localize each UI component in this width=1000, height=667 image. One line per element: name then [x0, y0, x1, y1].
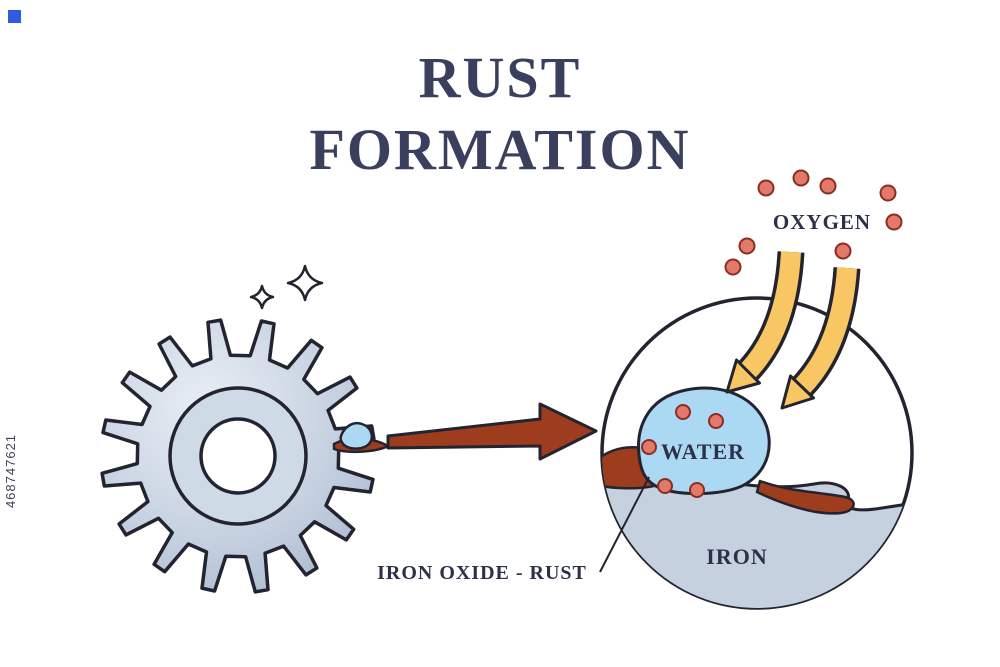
oxygen-dots-air — [724, 169, 903, 276]
oxygen-dot — [689, 482, 705, 498]
gear-water-droplet-icon — [339, 422, 374, 450]
watermark-logo — [8, 10, 21, 23]
iron-oxide-rust-label: IRON OXIDE - RUST — [377, 562, 587, 584]
oxygen-dot — [879, 184, 897, 202]
gear — [100, 318, 376, 594]
water-droplet — [637, 386, 771, 496]
oxygen-dots-in-water — [641, 404, 724, 498]
water-label: WATER — [660, 439, 746, 464]
oxygen-dot — [657, 478, 673, 494]
oxygen-dot — [819, 177, 837, 195]
oxygen-dot — [757, 179, 775, 197]
gear-hub-hole — [199, 417, 277, 495]
oxygen-dot — [834, 242, 852, 260]
sparkles — [249, 264, 324, 310]
oxygen-dot — [792, 169, 810, 187]
sparkle-icon — [249, 284, 275, 310]
oxygen-arrows — [725, 251, 861, 410]
title-line-1: RUST — [418, 45, 582, 110]
oxygen-dot — [675, 404, 691, 420]
oxygen-dot — [885, 213, 903, 231]
oxygen-dot — [641, 439, 657, 455]
zoom-arrow — [386, 402, 598, 461]
rust-band-right — [755, 479, 855, 515]
title-line-2: FORMATION — [309, 116, 691, 182]
iron-label: IRON — [706, 544, 768, 569]
page-title: RUST FORMATION — [0, 42, 1000, 186]
watermark-id: 468747621 — [3, 433, 18, 509]
oxygen-arrow-shaft — [794, 267, 857, 394]
oxygen-label: OXYGEN — [772, 210, 872, 234]
iron-oxide-callout-line — [599, 476, 650, 573]
oxygen-arrow-shaft — [740, 251, 801, 378]
sparkle-icon — [286, 264, 324, 302]
oxygen-arrow-head — [780, 374, 815, 410]
oxygen-arrow-head — [725, 358, 761, 394]
oxygen-dot — [738, 237, 756, 255]
oxygen-dot — [708, 413, 724, 429]
oxygen-dot — [724, 258, 742, 276]
